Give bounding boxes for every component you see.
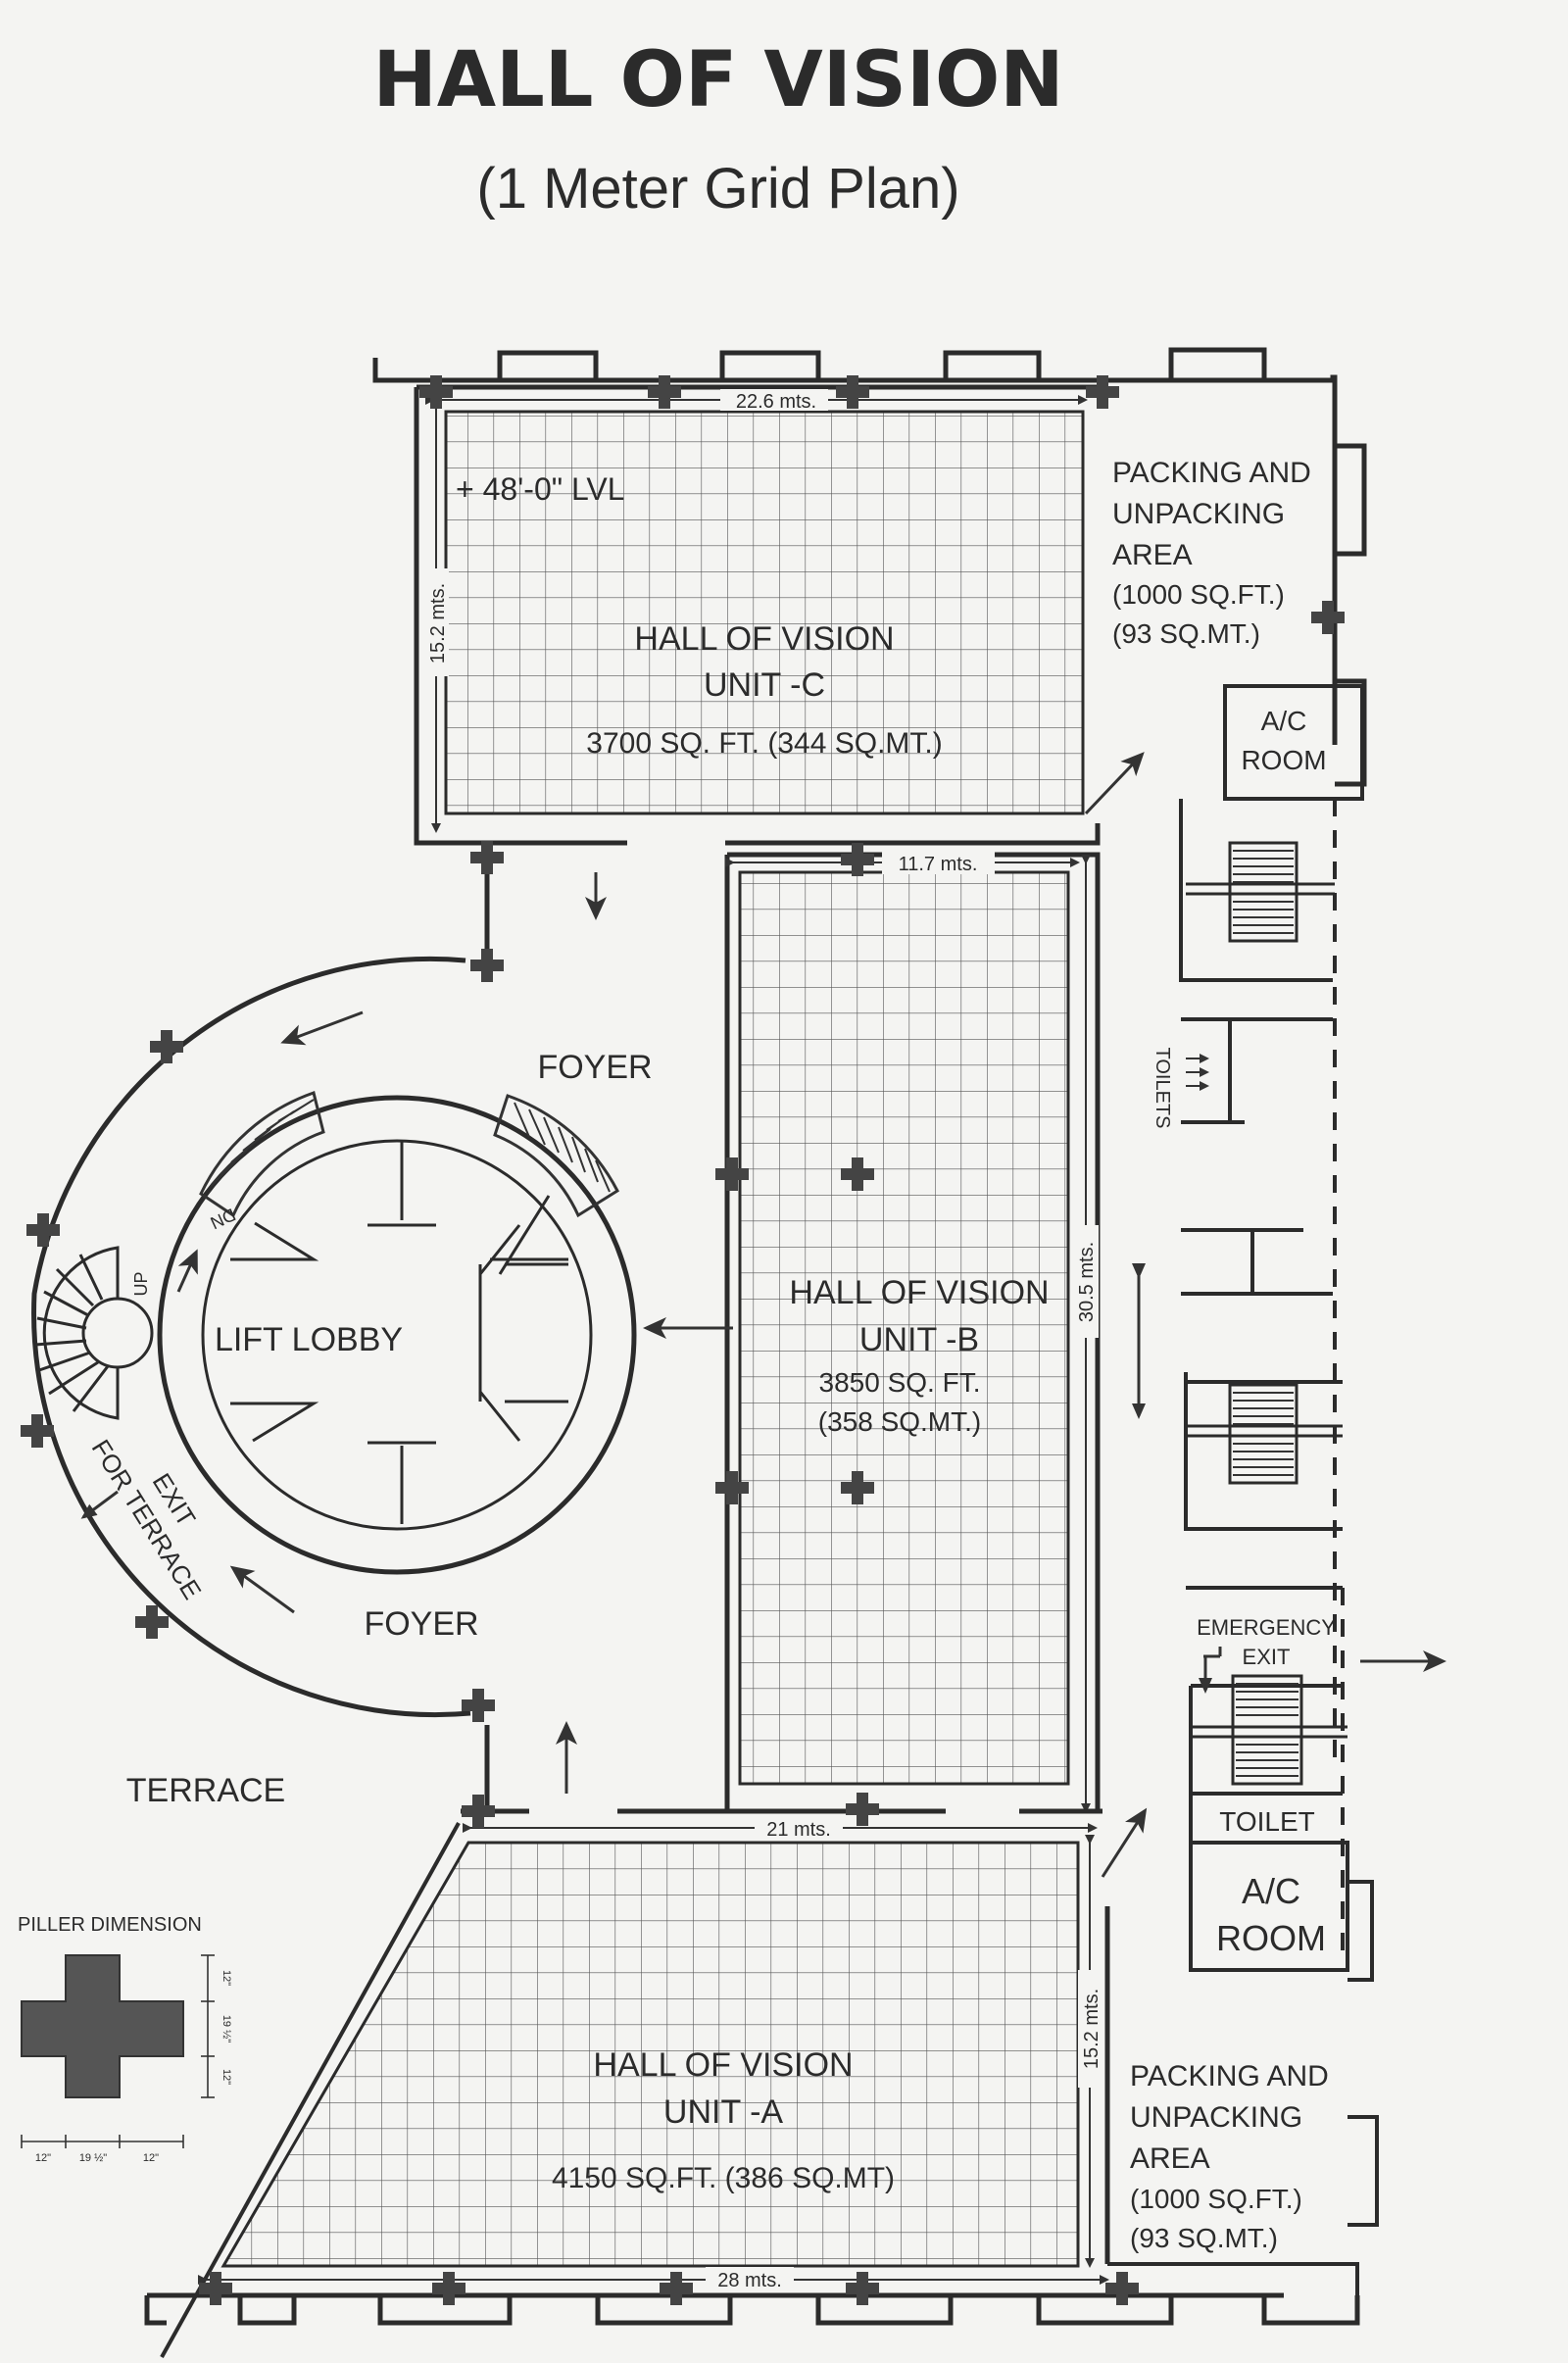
hall-a-height-label: 15.2 mts. <box>1081 1989 1102 2069</box>
pillar-core-h: 19 ½" <box>79 2152 107 2164</box>
pillar-arm-h2: 12" <box>143 2152 159 2164</box>
circulation-arrows <box>80 752 1446 1878</box>
packing-top-line1: PACKING AND <box>1112 457 1311 489</box>
pillar-dimension-title: PILLER DIMENSION <box>18 1914 202 1936</box>
bottom-facade-wall <box>144 1906 1360 2326</box>
ac-room-bottom-line1: A/C <box>1242 1871 1300 1911</box>
foyer-bottom-label: FOYER <box>364 1605 478 1643</box>
top-facade-wall <box>372 347 1367 787</box>
hall-b-unit: UNIT -B <box>859 1321 979 1358</box>
pillar-arm-v2: 12" <box>220 2069 232 2085</box>
hall-a-unit: UNIT -A <box>663 2093 783 2131</box>
spiral-stair <box>34 1246 154 1420</box>
packing-top-line3: AREA <box>1112 539 1193 571</box>
pillar-arm-h1: 12" <box>35 2152 51 2164</box>
lobby-stair-right <box>493 1094 619 1218</box>
hall-b-area-sqft: 3850 SQ. FT. <box>819 1367 981 1398</box>
packing-bottom-line2: UNPACKING <box>1130 2101 1302 2134</box>
hall-unit-c <box>414 384 1101 846</box>
hall-c-area: 3700 SQ. FT. (344 SQ.MT.) <box>586 727 942 760</box>
foyer-top-label: FOYER <box>537 1049 652 1086</box>
hall-b-width-label: 11.7 mts. <box>899 854 978 875</box>
lift-lobby-label: LIFT LOBBY <box>215 1321 403 1358</box>
pillar-core-v: 19 ½" <box>220 2015 232 2043</box>
ac-room-top-line1: A/C <box>1261 706 1307 736</box>
hall-b-height-label: 30.5 mts. <box>1076 1242 1098 1322</box>
hall-a-top-width-label: 21 mts. <box>766 1819 831 1841</box>
pillar-dimension-diagram <box>21 1954 215 2148</box>
packing-bottom-sqm: (93 SQ.MT.) <box>1130 2223 1278 2253</box>
lift-lobby-partitions <box>230 1142 568 1524</box>
service-stair-1 <box>1186 841 1335 943</box>
hall-c-unit: UNIT -C <box>704 666 825 704</box>
foyer-outer-ring <box>31 858 637 1813</box>
hall-a-bottom-width-label: 28 mts. <box>717 2270 782 2291</box>
page-title: HALL OF VISION <box>372 36 1063 124</box>
hall-c-width-label: 22.6 mts. <box>736 391 816 413</box>
ac-room-top-line2: ROOM <box>1241 745 1326 775</box>
pillar-arm-v1: 12" <box>220 1970 232 1986</box>
toilet-arrows <box>1186 1054 1209 1091</box>
hall-c-height-label: 15.2 mts. <box>427 583 449 664</box>
hall-a-area: 4150 SQ.FT. (386 SQ.MT) <box>552 2162 895 2194</box>
packing-bottom-line3: AREA <box>1130 2142 1210 2175</box>
service-strip <box>1107 684 1379 2295</box>
hall-a-name: HALL OF VISION <box>593 2046 853 2084</box>
hall-unit-a <box>160 1808 1109 2358</box>
packing-top-line2: UNPACKING <box>1112 498 1285 530</box>
stair-up-label: UP <box>131 1271 151 1296</box>
hall-b-area-sqm: (358 SQ.MT.) <box>818 1406 981 1437</box>
emergency-exit-line1: EMERGENCY <box>1197 1615 1336 1640</box>
page-subtitle: (1 Meter Grid Plan) <box>476 157 959 221</box>
level-note: + 48'-0" LVL <box>456 471 625 507</box>
hall-c-name: HALL OF VISION <box>634 620 894 658</box>
hall-b-name: HALL OF VISION <box>789 1274 1049 1311</box>
emergency-stair <box>1191 1674 1348 1786</box>
toilets-label: TOILETS <box>1152 1048 1173 1129</box>
hall-unit-b <box>724 851 1101 1813</box>
toilet-label: TOILET <box>1219 1806 1315 1837</box>
packing-top-sqft: (1000 SQ.FT.) <box>1112 579 1285 610</box>
emergency-exit-line2: EXIT <box>1243 1645 1291 1669</box>
ac-room-bottom-line2: ROOM <box>1216 1918 1326 1958</box>
lobby-stair-left <box>199 1091 325 1218</box>
packing-bottom-line1: PACKING AND <box>1130 2060 1329 2092</box>
packing-bottom-sqft: (1000 SQ.FT.) <box>1130 2184 1302 2214</box>
service-stair-2 <box>1186 1383 1343 1485</box>
packing-top-sqm: (93 SQ.MT.) <box>1112 618 1260 649</box>
terrace-label: TERRACE <box>126 1772 285 1809</box>
